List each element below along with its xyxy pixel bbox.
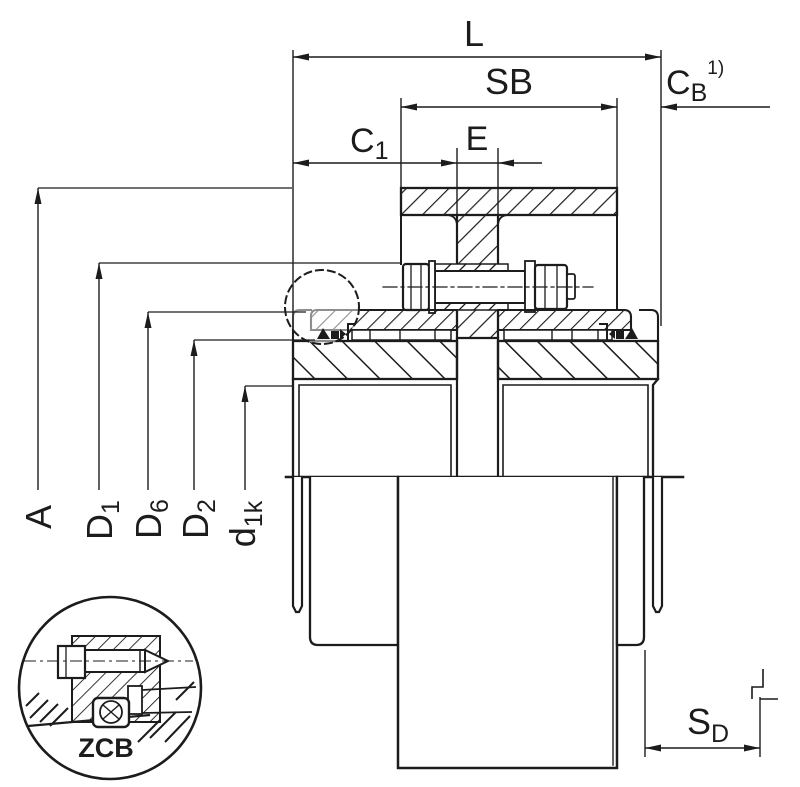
label-d1k: d1k <box>222 500 268 547</box>
bushing-hatch-ticks <box>443 263 497 311</box>
dimensions <box>34 50 778 757</box>
hub-profile-right <box>615 475 646 647</box>
bolt-assembly <box>382 260 594 314</box>
zcb-pin-right <box>599 323 638 341</box>
detail-ball-pocket <box>91 696 131 729</box>
hub-right-section <box>496 339 660 381</box>
detail-circle-outline <box>17 595 203 781</box>
label-L: L <box>464 13 484 54</box>
hub-profile-left <box>308 475 400 647</box>
flange-ring-right <box>496 308 633 332</box>
label-CB: CB1) <box>666 58 724 107</box>
label-D6: D6 <box>128 499 174 539</box>
datum-step-symbol <box>751 669 778 700</box>
label-D1: D1 <box>79 500 125 540</box>
hub-body-left-lines <box>298 384 452 478</box>
pin-strip-right-ticks <box>551 329 599 341</box>
hub-left-section <box>291 339 459 381</box>
detail-right-lines <box>141 686 197 714</box>
coupling-section-view <box>284 186 685 770</box>
shaft <box>396 475 619 770</box>
label-A: A <box>18 505 59 529</box>
hub-body-right-lines <box>502 384 649 478</box>
zcb-detail-view: ZCB <box>17 595 203 781</box>
label-E: E <box>466 120 489 158</box>
diameter-dimensions <box>34 187 400 490</box>
brake-drum-band <box>399 186 619 217</box>
label-ZCB: ZCB <box>78 733 134 763</box>
pin-strip-right <box>503 329 613 341</box>
label-D2: D2 <box>175 499 221 539</box>
label-SD: SD <box>687 701 729 748</box>
detail-marker-circle <box>284 269 360 345</box>
sd-dimension <box>644 650 778 757</box>
label-C1: C1 <box>350 122 388 165</box>
detail-surrounding-hatch <box>25 681 195 743</box>
sleeve-strip-right <box>651 475 664 614</box>
label-SB: SB <box>485 61 533 102</box>
pin-strip-left-ticks <box>369 329 436 341</box>
lower-profiles <box>291 475 664 770</box>
web-fillets <box>445 214 510 227</box>
hub-lip-right <box>638 308 660 343</box>
detail-halo <box>285 270 359 344</box>
pin-strip-left <box>351 329 452 341</box>
detail-bolt <box>24 644 193 680</box>
hub-right-step <box>651 377 660 479</box>
sleeve-strip-left <box>291 475 304 614</box>
hub-bodies <box>291 377 660 479</box>
dimension-labels: L SB CB1) C1 E A D1 D6 D2 d1k SD <box>18 13 729 748</box>
